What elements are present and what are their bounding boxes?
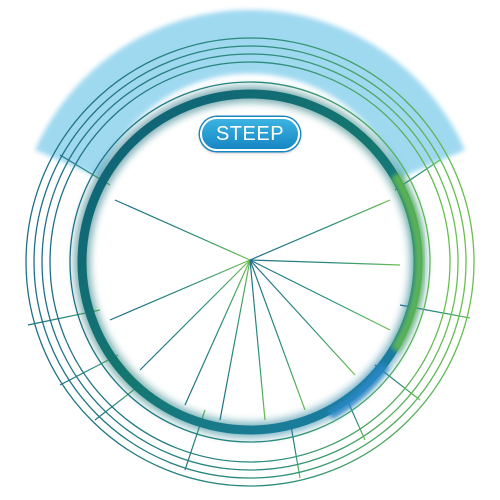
main-ring-blue-arc (327, 362, 390, 420)
radial-spokes (100, 199, 401, 421)
steep-label[interactable]: STEEP (200, 117, 300, 151)
highlighted-segment (35, 9, 465, 178)
main-ring-green-arc (390, 172, 425, 353)
concentric-rings (25, 37, 475, 487)
